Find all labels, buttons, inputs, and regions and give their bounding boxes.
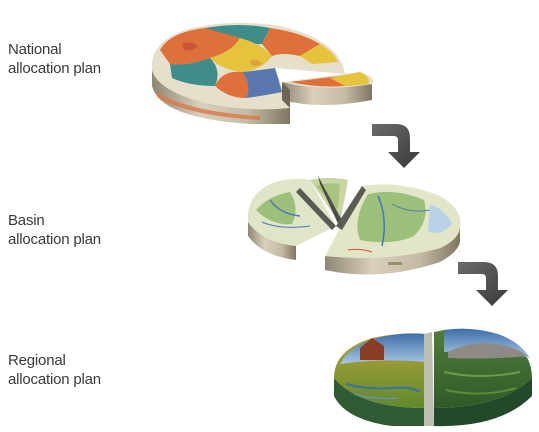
basin-map-pie-icon <box>247 176 461 275</box>
china-map-pie-icon <box>151 22 374 124</box>
basin-label-line2: allocation plan <box>8 231 101 248</box>
landscape-photo-pie-icon <box>334 328 532 427</box>
national-label-line1: National <box>8 41 62 58</box>
regional-label-line1: Regional <box>8 352 66 369</box>
basin-label-line1: Basin <box>8 212 45 229</box>
down-right-arrow-icon <box>372 124 420 168</box>
regional-label-line2: allocation plan <box>8 371 101 388</box>
national-allocation-plan-label: National allocation plan <box>8 40 101 78</box>
down-right-arrow-icon <box>458 262 508 306</box>
national-label-line2: allocation plan <box>8 60 101 77</box>
basin-allocation-plan-label: Basin allocation plan <box>8 211 101 249</box>
regional-allocation-plan-label: Regional allocation plan <box>8 351 101 389</box>
